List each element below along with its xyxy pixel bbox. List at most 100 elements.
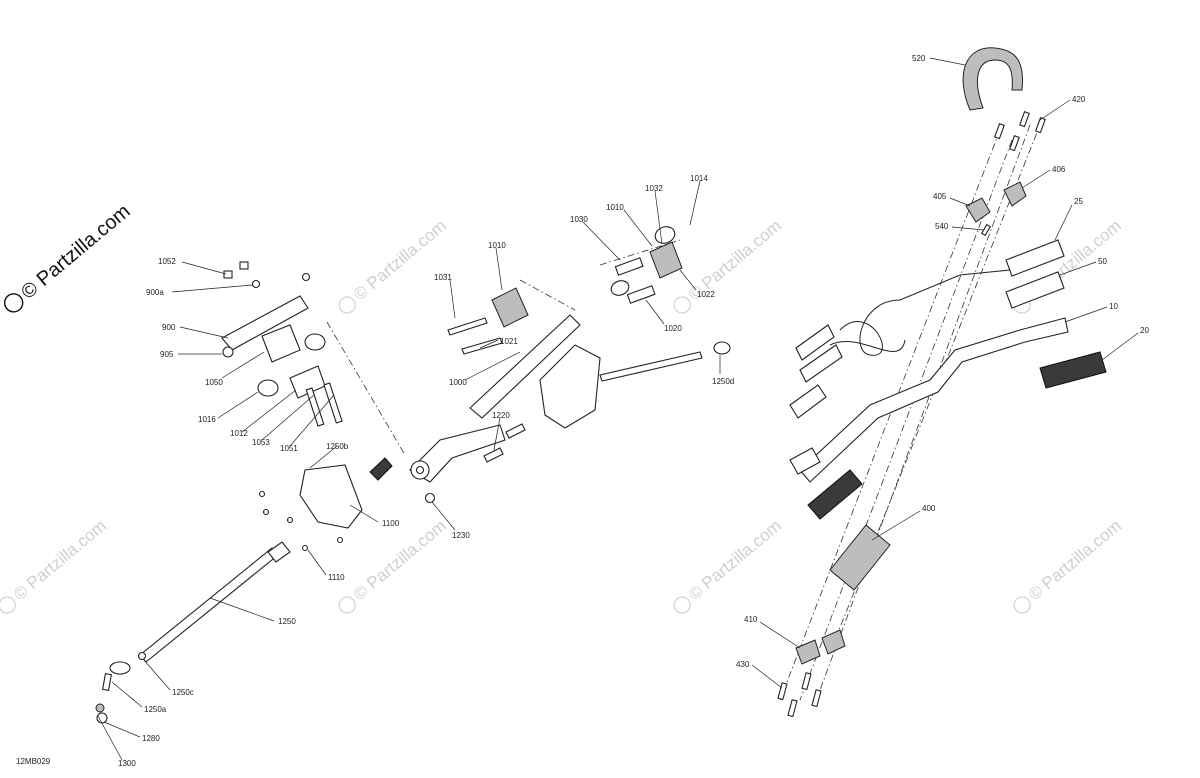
block-1050 [261,324,301,363]
steering-shaft-1250 [139,547,279,663]
callout-1030: 1030 [570,215,588,224]
cover-1100 [299,464,363,529]
riser-400 [829,524,891,591]
callout-420: 420 [1072,95,1086,104]
washer-1280 [96,712,108,724]
callout-1022: 1022 [697,290,715,299]
callout-900: 900 [162,323,176,332]
bolt-1031 [447,317,488,336]
callout-1250b: 1250b [326,442,349,451]
tube-25 [1005,239,1065,277]
callout-405: 405 [933,192,947,201]
screw-420 [994,111,1046,152]
column-cover [539,344,601,429]
wire-harness [839,254,1021,356]
bolt-430 [777,672,822,718]
callout-25: 25 [1074,197,1083,206]
handlebar-left-end [789,447,821,475]
clamp-1010-right [649,241,683,279]
steering-arm-1000 [409,424,506,483]
callout-1250c: 1250c [172,688,194,697]
clamp-1010-left [491,287,529,328]
callout-1021: 1021 [500,337,518,346]
callout-1014: 1014 [690,174,708,183]
ring-1014 [654,226,676,244]
callout-1110: 1110 [328,573,345,582]
bolt-1053 [305,387,325,427]
callout-1010-right: 1010 [606,203,624,212]
screw-540 [981,223,991,237]
callout-20: 20 [1140,326,1149,335]
ring-mid [610,280,630,296]
watermark-tile: © Partzilla.com [350,216,450,304]
bushing-1030 [614,257,644,276]
callout-1020: 1020 [664,324,682,333]
callout-1000: 1000 [449,378,467,387]
watermark-brand-text: © Partzilla.com [17,200,134,303]
tube-left-upper [795,324,835,361]
clamp-405 [965,197,991,223]
callout-1250: 1250 [278,617,296,626]
watermark-tile: © Partzilla.com [1025,516,1125,604]
nut-1052 [223,270,233,279]
steering-column-group [409,226,731,504]
diagram-reference-code: 12MB029 [16,757,51,766]
handlebar-group [777,47,1107,718]
callout-1220: 1220 [492,411,510,420]
handlebar-10 [799,317,1069,483]
callout-406: 406 [1052,165,1066,174]
screw-1110 [258,490,344,552]
bracket-group [95,261,393,724]
grip-20 [1039,351,1107,389]
grip-left [807,469,863,520]
nut-1300 [95,703,105,713]
leader-lines [97,57,1139,761]
callout-905: 905 [160,350,174,359]
callout-410: 410 [744,615,758,624]
callout-430: 430 [736,660,750,669]
callout-900a: 900a [146,288,164,297]
bolt-1021 [461,337,503,355]
bracket-900 [221,295,309,351]
callout-10: 10 [1109,302,1118,311]
rod-end-1250a [109,661,131,675]
callout-1052: 1052 [158,257,176,266]
watermark-tile: © Partzilla.com [10,516,110,604]
callout-520: 520 [912,54,926,63]
callout-1051: 1051 [280,444,298,453]
bolt-1250b [369,457,393,481]
bolt-1051 [323,382,343,424]
clamp-410 [795,639,821,665]
seal-1016 [257,379,279,397]
handle-guard-520 [962,47,1024,111]
clamp-406 [1003,181,1027,207]
callout-1250d: 1250d [712,377,734,386]
screw-900a [251,279,261,289]
nut-1250c [137,651,147,661]
callout-50: 50 [1098,257,1107,266]
watermark-tile: © Partzilla.com [350,516,450,604]
steering-column-1000 [469,314,581,419]
callout-1010-left: 1010 [488,241,506,250]
callout-1050: 1050 [205,378,223,387]
tube-50 [1005,271,1065,309]
callout-1300: 1300 [118,759,136,768]
callout-400: 400 [922,504,936,513]
callout-1032: 1032 [645,184,663,193]
tube-left-mid [799,344,843,383]
bushing-1020 [626,285,656,304]
tube-left-lower [789,384,827,419]
callout-1016: 1016 [198,415,216,424]
callout-labels: 520 420 406 405 540 25 50 10 20 400 410 … [118,54,1149,768]
callout-1100: 1100 [382,519,400,528]
callout-1250a: 1250a [144,705,167,714]
watermark-brand: © Partzilla.com [3,200,135,313]
tie-rod-1250d [599,351,703,382]
nut-1230 [424,492,436,504]
callout-1230: 1230 [452,531,470,540]
callout-1053: 1053 [252,438,270,447]
watermark-tile: © Partzilla.com [685,516,785,604]
callout-1012: 1012 [230,429,248,438]
callout-1280: 1280 [142,734,160,743]
